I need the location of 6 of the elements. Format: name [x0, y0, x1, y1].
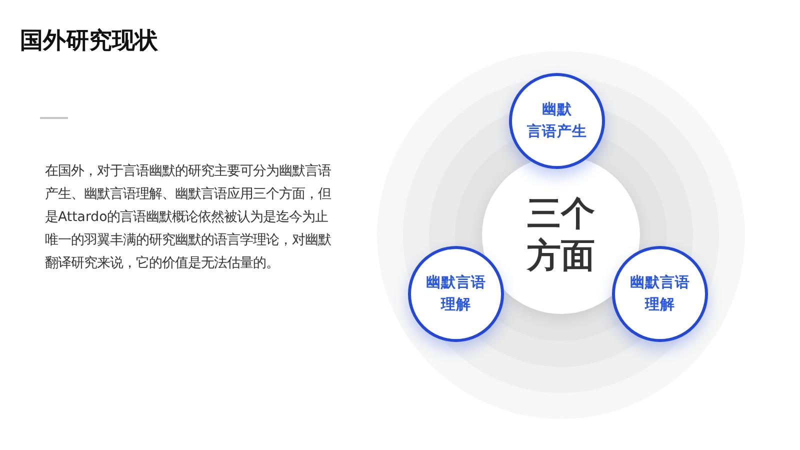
- hub-label: 三个方面: [526, 193, 596, 277]
- slide-title: 国外研究现状: [20, 27, 158, 55]
- topic-label: 幽默言语理解: [425, 274, 487, 315]
- topic-label: 幽默言语理解: [629, 274, 691, 315]
- body-paragraph: 在国外，对于言语幽默的研究主要可分为幽默言语产生、幽默言语理解、幽默言语应用三个方面，但是Attardo的言语幽默概论依然被认为是迄今为止唯一的羽翼丰满的研究幽默的语言学理论，对幽默翻译研究来说，它的价值是无法估量的。: [45, 162, 332, 273]
- topic-label: 幽默言语产生: [526, 100, 588, 142]
